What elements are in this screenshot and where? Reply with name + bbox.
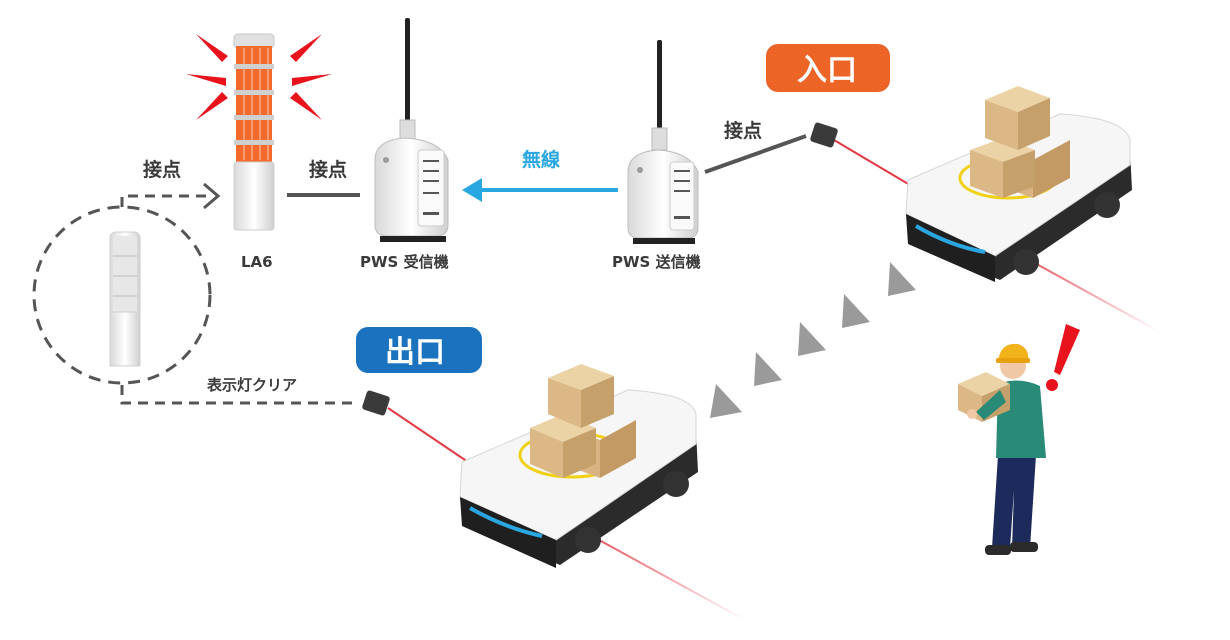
boxes-lower-icon — [530, 364, 636, 478]
move-arrow-2 — [842, 294, 870, 328]
wireless-label: 無線 — [522, 148, 560, 171]
wireless-arrowhead — [462, 178, 482, 202]
entrance-sensor-icon — [810, 122, 916, 189]
boxes-upper-icon — [970, 86, 1070, 198]
la6-signal-tower — [186, 33, 332, 231]
move-arrow-3 — [798, 322, 826, 356]
alarm-rays-icon — [186, 34, 332, 120]
transmitter-label: PWS 送信機 — [612, 253, 701, 271]
clear-label: 表示灯クリア — [207, 376, 297, 394]
contact-arrowhead — [203, 182, 221, 210]
contact-label-mid: 接点 — [309, 159, 347, 181]
pws-receiver-device — [374, 18, 449, 242]
agv-robot-upper — [905, 86, 1161, 333]
cleared-lamp-group — [32, 205, 212, 385]
pws-transmitter-device — [627, 40, 699, 244]
movement-arrows — [710, 262, 916, 418]
move-arrow-5 — [710, 384, 742, 418]
receiver-label: PWS 受信機 — [360, 253, 449, 271]
contact-dashed-line — [120, 194, 213, 207]
la6-label: LA6 — [241, 253, 273, 271]
entrance-badge-text: 入口 — [797, 53, 857, 88]
contact-line-right — [704, 134, 807, 174]
clear-dashed-line — [120, 383, 352, 405]
lamp-off-icon — [109, 231, 141, 367]
contact-label-left: 接点 — [143, 159, 181, 181]
move-arrow-4 — [754, 352, 782, 386]
worker-figure — [958, 324, 1080, 555]
entrance-badge: 入口 — [766, 44, 890, 92]
exit-badge: 出口 — [356, 327, 482, 373]
exit-sensor-icon — [362, 390, 469, 463]
alert-exclamation-icon — [1046, 324, 1080, 391]
move-arrow-1 — [888, 262, 916, 296]
contact-label-right: 接点 — [724, 120, 762, 142]
agv-robot-lower — [459, 364, 746, 621]
exit-badge-text: 出口 — [385, 335, 445, 370]
dashed-circle — [32, 205, 212, 385]
